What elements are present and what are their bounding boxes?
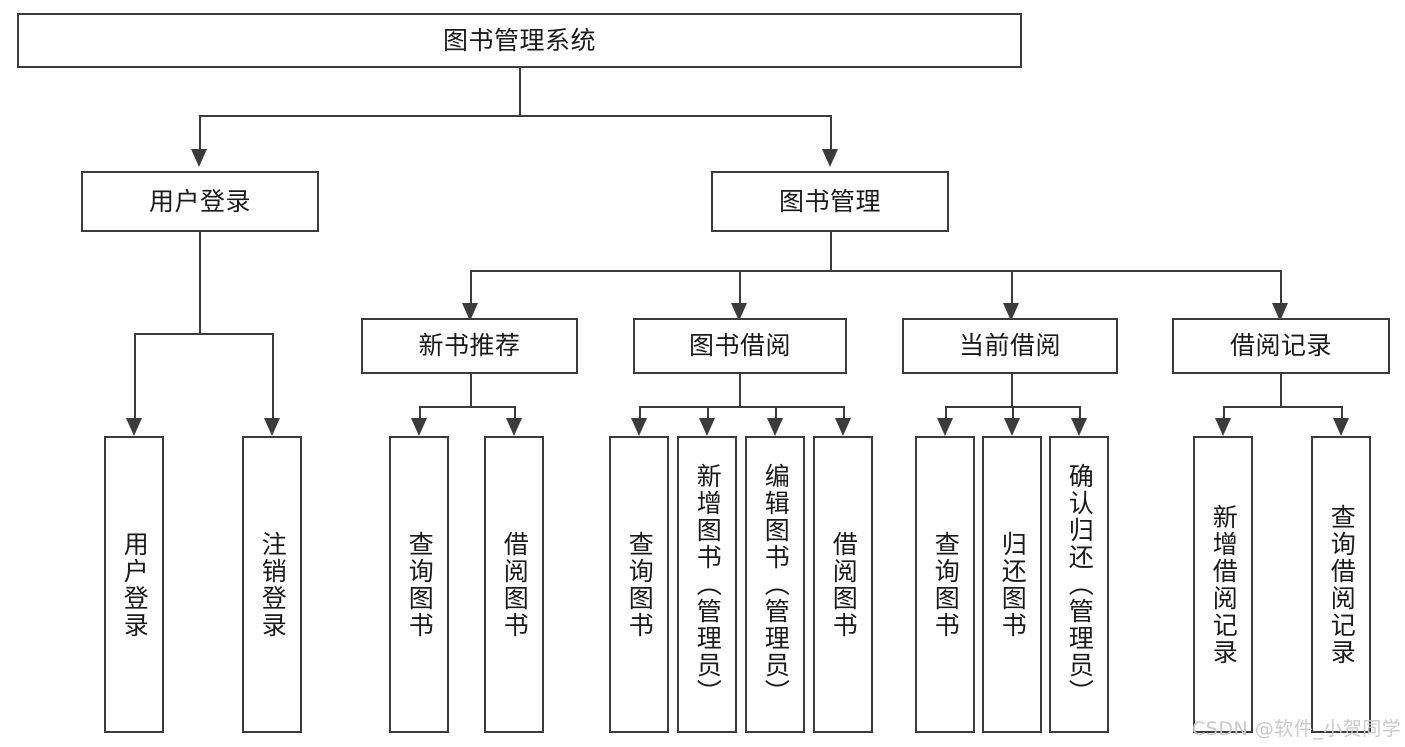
connector-book-borrow-drop-3 bbox=[775, 406, 777, 418]
connector-book-management-stem bbox=[830, 232, 832, 270]
connector-borrow-record-drop-2 bbox=[1341, 406, 1343, 418]
node-label: 归还图书 bbox=[998, 530, 1028, 639]
arrow-level3-3 bbox=[1003, 303, 1019, 321]
arrow-level2-2 bbox=[822, 149, 838, 167]
connector-current-borrow-drop-3 bbox=[1079, 406, 1081, 418]
node-user-login[interactable]: 用户登录 bbox=[81, 171, 319, 232]
arrow-book-borrow-2 bbox=[699, 418, 715, 436]
connector-borrow-record-stem bbox=[1280, 374, 1282, 406]
node-label: 图书借阅 bbox=[688, 331, 791, 361]
node-borrow-record[interactable]: 借阅记录 bbox=[1172, 318, 1390, 374]
arrow-book-borrow-1 bbox=[631, 418, 647, 436]
node-label: 用户登录 bbox=[148, 186, 251, 216]
node-label: 查询借阅记录 bbox=[1327, 503, 1357, 666]
node-label: 新书推荐 bbox=[418, 331, 521, 361]
connector-book-borrow-drop-1 bbox=[639, 406, 641, 418]
leaf-book-borrow-query-book[interactable]: 查询图书 bbox=[609, 436, 669, 733]
arrow-new-book-2 bbox=[506, 418, 522, 436]
connector-level2-drop-1 bbox=[199, 115, 201, 149]
arrow-current-borrow-1 bbox=[937, 418, 953, 436]
connector-user-login-drop-1 bbox=[134, 333, 136, 418]
arrow-current-borrow-2 bbox=[1004, 418, 1020, 436]
arrow-new-book-1 bbox=[411, 418, 427, 436]
arrow-borrow-record-2 bbox=[1333, 418, 1349, 436]
node-label: 用户登录 bbox=[120, 530, 150, 639]
connector-user-login-stem bbox=[199, 232, 201, 333]
connector-user-login-drop-2 bbox=[272, 333, 274, 418]
connector-borrow-record-bus bbox=[1223, 406, 1341, 408]
connector-user-login-bus bbox=[134, 333, 272, 335]
connector-level3-drop-2 bbox=[739, 270, 741, 303]
leaf-book-borrow-edit-book[interactable]: 编辑图书（管理员） bbox=[745, 436, 805, 733]
connector-level2-bus bbox=[199, 115, 830, 117]
leaf-current-borrow-query-book[interactable]: 查询图书 bbox=[915, 436, 975, 733]
arrow-level3-4 bbox=[1272, 303, 1288, 321]
arrow-book-borrow-3 bbox=[767, 418, 783, 436]
connector-new-book-drop-2 bbox=[514, 406, 516, 418]
connector-book-borrow-stem bbox=[739, 374, 741, 406]
arrow-user-login-2 bbox=[264, 418, 280, 436]
connector-level3-drop-4 bbox=[1280, 270, 1282, 303]
arrow-current-borrow-3 bbox=[1071, 418, 1087, 436]
node-label: 查询图书 bbox=[405, 530, 435, 639]
leaf-user-login-logout[interactable]: 注销登录 bbox=[242, 436, 302, 733]
leaf-book-borrow-borrow-book[interactable]: 借阅图书 bbox=[813, 436, 873, 733]
node-label: 借阅图书 bbox=[500, 530, 530, 639]
arrow-book-borrow-4 bbox=[835, 418, 851, 436]
node-root-book-management-system[interactable]: 图书管理系统 bbox=[17, 13, 1022, 68]
node-label: 借阅图书 bbox=[829, 530, 859, 639]
arrow-level3-2 bbox=[731, 303, 747, 321]
connector-level3-drop-3 bbox=[1011, 270, 1013, 303]
node-label: 查询图书 bbox=[931, 530, 961, 639]
connector-new-book-drop-1 bbox=[419, 406, 421, 418]
connector-level3-bus bbox=[470, 270, 1280, 272]
node-label: 注销登录 bbox=[258, 530, 288, 639]
leaf-borrow-record-query-record[interactable]: 查询借阅记录 bbox=[1311, 436, 1371, 733]
leaf-current-borrow-confirm-return[interactable]: 确认归还（管理员） bbox=[1049, 436, 1109, 733]
connector-level2-drop-2 bbox=[830, 115, 832, 149]
leaf-current-borrow-return-book[interactable]: 归还图书 bbox=[982, 436, 1042, 733]
connector-book-borrow-drop-2 bbox=[707, 406, 709, 418]
arrow-level2-1 bbox=[191, 149, 207, 167]
connector-book-borrow-drop-4 bbox=[843, 406, 845, 418]
arrow-borrow-record-1 bbox=[1215, 418, 1231, 436]
connector-current-borrow-drop-1 bbox=[945, 406, 947, 418]
node-label: 新增借阅记录 bbox=[1209, 503, 1239, 666]
leaf-new-book-query-book[interactable]: 查询图书 bbox=[389, 436, 449, 733]
node-label: 查询图书 bbox=[625, 530, 655, 639]
node-new-book-recommend[interactable]: 新书推荐 bbox=[361, 318, 578, 374]
leaf-borrow-record-add-record[interactable]: 新增借阅记录 bbox=[1193, 436, 1253, 733]
node-current-borrow[interactable]: 当前借阅 bbox=[902, 318, 1118, 374]
node-label: 当前借阅 bbox=[958, 331, 1061, 361]
node-label: 新增图书（管理员） bbox=[693, 463, 723, 706]
connector-new-book-bus bbox=[419, 406, 514, 408]
connector-current-borrow-drop-2 bbox=[1012, 406, 1014, 418]
leaf-new-book-borrow-book[interactable]: 借阅图书 bbox=[484, 436, 544, 733]
connector-book-borrow-bus bbox=[639, 406, 843, 408]
node-label: 编辑图书（管理员） bbox=[761, 463, 791, 706]
connector-level3-drop-1 bbox=[470, 270, 472, 303]
node-label: 确认归还（管理员） bbox=[1065, 463, 1095, 706]
connector-current-borrow-stem bbox=[1011, 374, 1013, 406]
connector-new-book-stem bbox=[470, 374, 472, 406]
leaf-user-login-login[interactable]: 用户登录 bbox=[104, 436, 164, 733]
node-label: 图书管理 bbox=[778, 186, 881, 216]
connector-root-stem bbox=[519, 68, 521, 115]
node-book-management[interactable]: 图书管理 bbox=[711, 171, 949, 232]
node-label: 图书管理系统 bbox=[442, 25, 596, 55]
leaf-book-borrow-add-book[interactable]: 新增图书（管理员） bbox=[677, 436, 737, 733]
node-label: 借阅记录 bbox=[1229, 331, 1332, 361]
arrow-level3-1 bbox=[462, 303, 478, 321]
node-book-borrow[interactable]: 图书借阅 bbox=[633, 318, 847, 374]
connector-borrow-record-drop-1 bbox=[1223, 406, 1225, 418]
arrow-user-login-1 bbox=[126, 418, 142, 436]
